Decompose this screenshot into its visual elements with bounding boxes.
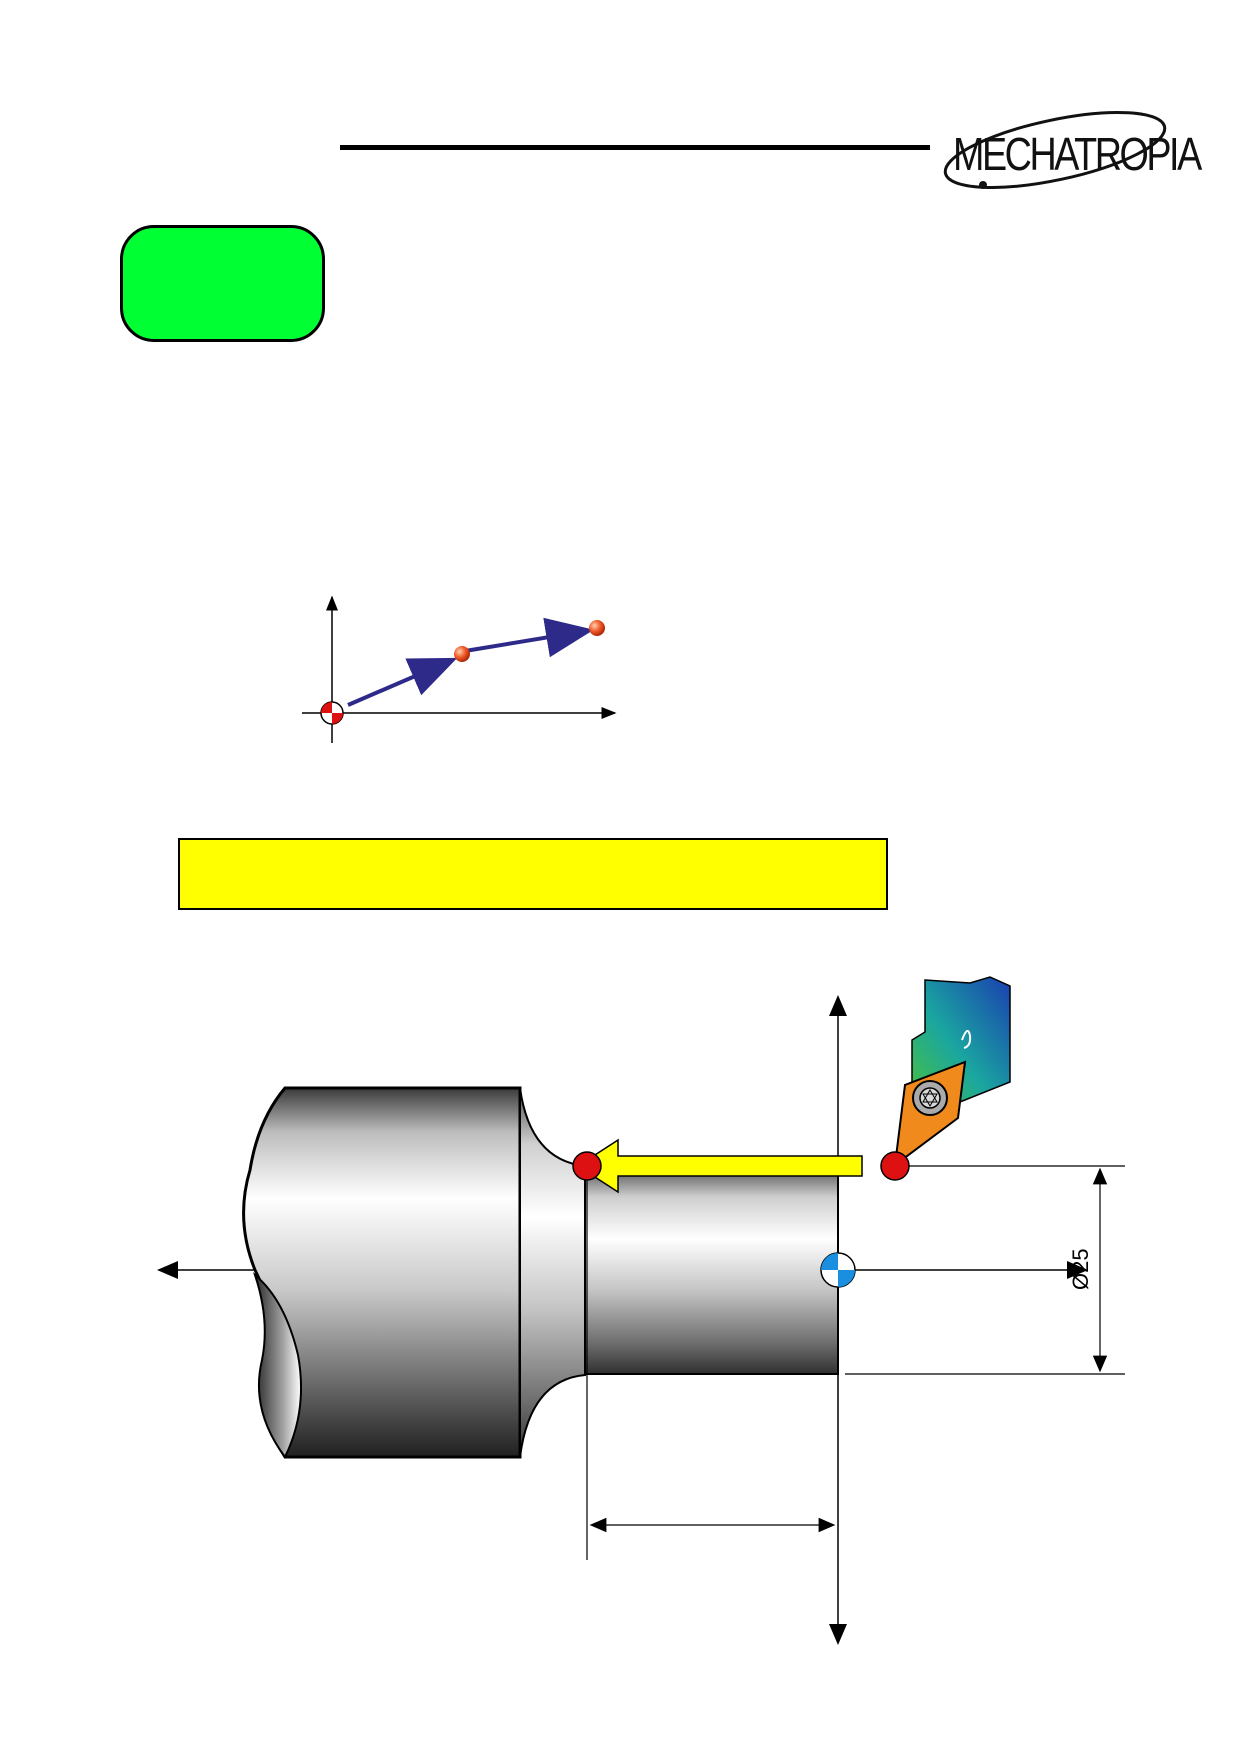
break-line-cap: [252, 1271, 302, 1459]
fillet: [519, 1087, 586, 1458]
section-badge: [120, 225, 325, 342]
workpiece-drawing: Ø25: [157, 976, 1125, 1645]
workpiece-zero-icon: [820, 1252, 856, 1288]
tool-point: [880, 1151, 910, 1181]
highlight-box: [178, 838, 888, 910]
path-segment-2: [464, 617, 594, 658]
header-rule: [340, 145, 930, 150]
small-cylinder: [584, 1165, 839, 1375]
feed-arrow: [576, 1138, 863, 1194]
path-segment-1: [347, 657, 458, 707]
path-point-1: [454, 646, 470, 662]
turning-tool-icon: [893, 976, 1011, 1168]
diameter-label: Ø25: [1068, 1248, 1093, 1290]
origin-marker-icon: [320, 701, 344, 725]
logo-orbit-icon: [943, 111, 1167, 189]
path-point-2: [589, 620, 605, 636]
target-point: [572, 1151, 602, 1181]
mechatropia-logo: MECHATROPIA: [935, 105, 1202, 195]
logo-text: MECHATROPIA: [953, 128, 1202, 180]
path-diagram: [302, 595, 617, 743]
